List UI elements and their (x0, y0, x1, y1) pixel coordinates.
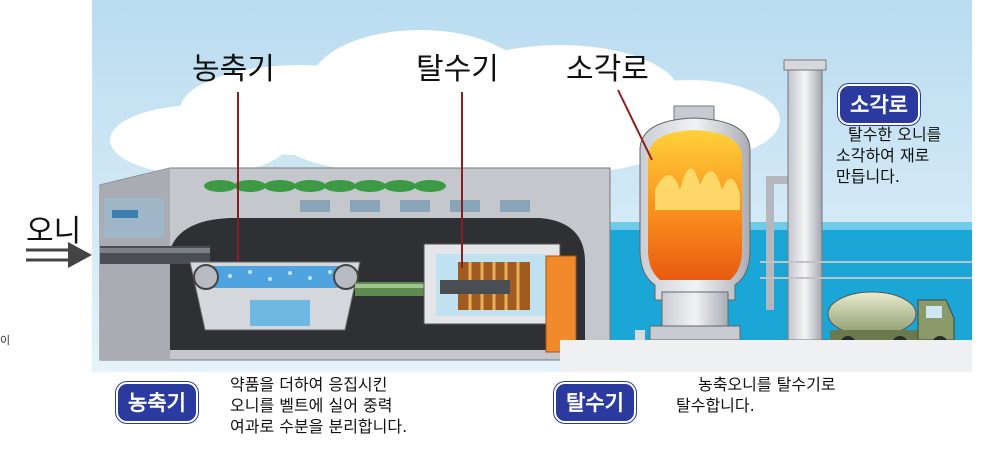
thickener-desc-line: 오니를 벨트에 실어 중력 (230, 396, 393, 415)
dewaterer-description: 농축오니를 탈수기로 탈수합니다. (676, 374, 836, 416)
dewaterer-badge: 탈수기 (554, 382, 636, 423)
thickener-desc-line: 여과로 수분을 분리합니다. (230, 417, 408, 436)
incinerator-description: 탈수한 오니를 소각하여 재로 만듭니다. (836, 124, 941, 187)
thickener-description: 약품을 더하여 응집시킨 오니를 벨트에 실어 중력 여과로 수분을 분리합니다… (230, 374, 407, 437)
incinerator-desc-line: 만듭니다. (836, 167, 900, 186)
thickener-badge: 농축기 (116, 382, 198, 423)
thickener-label: 농축기 (192, 52, 275, 87)
railing (760, 261, 972, 279)
side-text-fragment: 이 (0, 334, 11, 347)
dewaterer-unit (423, 243, 577, 353)
incinerator-label: 소각로 (566, 52, 649, 87)
pointer-lines (237, 89, 653, 268)
sludge-inlet-label: 오니 (26, 214, 82, 249)
dewaterer-label: 탈수기 (416, 52, 499, 87)
incinerator-badge: 소각로 (838, 84, 920, 125)
dewaterer-desc-line: 탈수합니다. (676, 396, 755, 415)
inlet-pipe (100, 246, 210, 264)
thickener-desc-line: 약품을 더하여 응집시킨 (230, 375, 388, 394)
incinerator-desc-line: 탈수한 오니를 (848, 125, 942, 144)
chimney-stack (777, 59, 835, 357)
incinerator-unit (639, 105, 751, 341)
dewaterer-desc-line: 농축오니를 탈수기로 (698, 375, 836, 394)
inlet-arrow (26, 242, 92, 268)
incinerator-desc-line: 소각하여 재로 (836, 146, 930, 165)
thickener-unit (189, 261, 361, 331)
screw-conveyor (355, 282, 440, 296)
ground (560, 340, 972, 372)
clouds (110, 30, 780, 180)
